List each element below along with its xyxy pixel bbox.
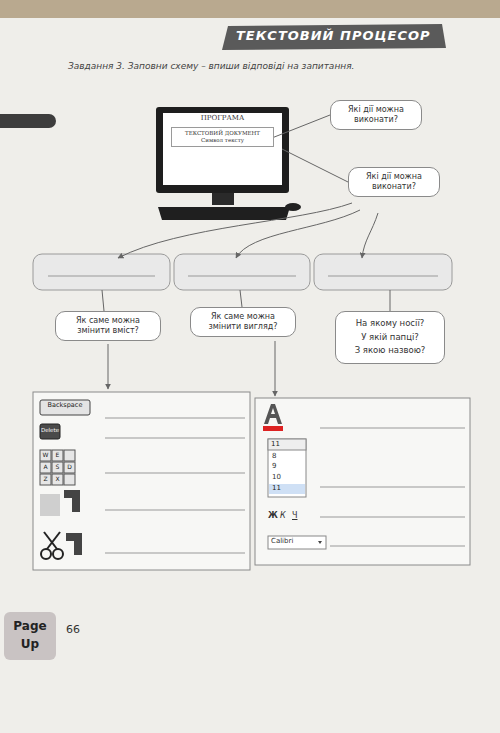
monitor: [156, 107, 301, 220]
label-text: Up: [4, 638, 56, 651]
label-text: Delete: [40, 427, 60, 433]
label-text: 10: [272, 474, 281, 482]
answer-panel: [255, 398, 470, 565]
label-text: D: [64, 464, 75, 471]
label-text: E: [52, 452, 63, 459]
copy-icon: [40, 490, 80, 516]
label-text: 66: [66, 624, 80, 636]
leader-line: [274, 115, 330, 137]
label-text: 11: [271, 441, 280, 449]
dropdown-arrow: [318, 541, 322, 544]
label-text: Backspace: [40, 402, 90, 409]
question-bubble: На якому носії?У якій папці?З якою назво…: [335, 311, 445, 364]
table: [0, 0, 500, 18]
answer-panel: [33, 392, 250, 570]
label-text: Ж: [268, 512, 278, 521]
document-box: ТЕКСТОВИЙ ДОКУМЕНТСимвол тексту: [171, 127, 274, 147]
question-bubble: Які дії можна виконати?: [330, 100, 422, 130]
label-text: 11: [272, 485, 281, 493]
header-banner: [222, 24, 446, 50]
node-text: Символ тексту: [174, 137, 271, 144]
page-title: ТЕКСТОВИЙ ПРОЦЕСОР: [236, 29, 431, 43]
font-color-icon: [263, 404, 283, 431]
delete-key: [40, 424, 60, 439]
label-text: 9: [272, 463, 276, 471]
size-box: [268, 439, 306, 450]
label-text: К: [280, 512, 286, 521]
question-bubble: Як саме можна змінити вигляд?: [190, 307, 296, 337]
size-list: [268, 439, 306, 497]
node-text: У якій папці?: [340, 331, 440, 345]
leader-line: [282, 149, 348, 182]
node-text: На якому носії?: [340, 317, 440, 331]
label-text: W: [40, 452, 51, 459]
answer-line: [48, 276, 438, 277]
label-text: A: [40, 464, 51, 471]
keypad: [40, 450, 75, 485]
answer-box: [33, 254, 452, 290]
program-window: ПРОГРАМА ТЕКСТОВИЙ ДОКУМЕНТСимвол тексту: [163, 113, 282, 185]
font-box: [268, 536, 326, 549]
paper: [0, 18, 500, 733]
label-text: Завдання 3. Заповни схему – впиши відпов…: [68, 62, 354, 72]
node-text: Як саме можна змінити вміст?: [61, 316, 155, 336]
label-text: Page: [4, 620, 56, 633]
node-text: Які дії можна виконати?: [354, 172, 434, 192]
logo: [4, 612, 56, 660]
answer-line: [105, 418, 465, 553]
node-text: Які дії можна виконати?: [336, 105, 416, 125]
label-text: X: [52, 476, 63, 483]
question-bubble: Як саме можна змінити вміст?: [55, 311, 161, 341]
node-text: ТЕКСТОВИЙ ДОКУМЕНТ: [174, 130, 271, 137]
leader-arrow: [118, 203, 378, 258]
cut-icon: [41, 532, 82, 559]
label-text: Z: [40, 476, 51, 483]
question-bubble: Які дії можна виконати?: [348, 167, 440, 197]
node-text: ПРОГРАМА: [163, 114, 282, 122]
label-text: 8: [272, 453, 276, 461]
label-text: Calibri: [271, 538, 293, 546]
size-highlight: [269, 484, 305, 494]
backspace-key: [40, 400, 90, 415]
label-text: Ч: [292, 512, 297, 521]
node-text: Як саме можна змінити вигляд?: [196, 312, 290, 332]
side-tab: [0, 114, 56, 128]
node-text: З якою назвою?: [340, 344, 440, 358]
label-text: S: [52, 464, 63, 471]
